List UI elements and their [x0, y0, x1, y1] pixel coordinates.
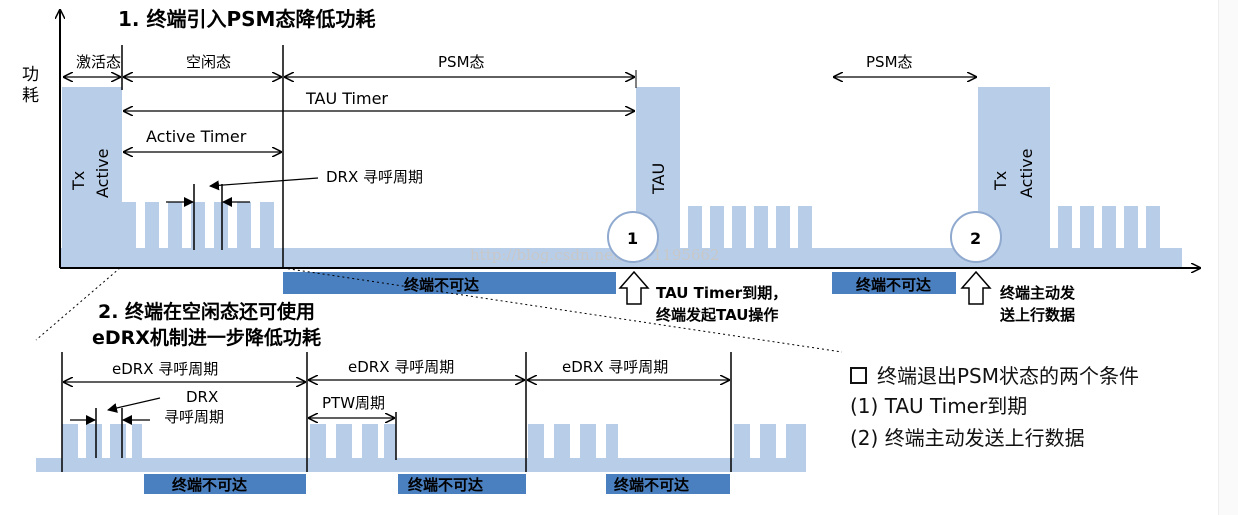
edrx-unreachable-bar-1	[144, 474, 306, 494]
tx-active-block-1	[62, 87, 122, 252]
drx-spikes-idle	[122, 202, 274, 250]
checkbox-icon	[850, 367, 867, 384]
drx-spikes-after-tx2	[1058, 206, 1160, 250]
conditions-heading: 终端退出PSM状态的两个条件	[850, 360, 1139, 389]
label-psm-state: PSM态	[438, 53, 485, 71]
up-arrow-uplink	[960, 270, 992, 305]
tx-active-1-label-active: Active	[93, 149, 112, 199]
up-arrow-tau-expiry	[618, 270, 650, 305]
y-axis-label: 功	[22, 65, 39, 85]
condition-item-2: (2) 终端主动发送上行数据	[850, 426, 1085, 450]
edrx-unreachable-bar-3	[606, 474, 730, 494]
marker-circle-2	[950, 211, 1002, 263]
edrx-unreachable-bar-2	[398, 474, 526, 494]
label-drx-cycle: DRX 寻呼周期	[326, 168, 423, 186]
ptw-cycle-label: PTW周期	[322, 394, 385, 412]
condition-item-1: (1) TAU Timer到期	[850, 394, 1028, 418]
tx-active-2-label-tx: Tx	[991, 171, 1010, 191]
drx-lower-label-1: DRX	[186, 388, 218, 406]
marker-circle-1	[607, 211, 659, 263]
label-psm-state-2: PSM态	[866, 53, 913, 71]
unreachable-bar-2	[832, 272, 956, 294]
edrx-unreachable-1-label: 终端不可达	[172, 476, 247, 494]
edrx-cycle-label-2: eDRX 寻呼周期	[348, 358, 454, 376]
tx-active-2-label-active: Active	[1017, 149, 1036, 199]
edrx-cycle-label-1: eDRX 寻呼周期	[112, 360, 218, 378]
tau-expiry-text-1: TAU Timer到期，	[656, 284, 787, 302]
edrx-cycle-label-3: eDRX 寻呼周期	[562, 358, 668, 376]
tau-expiry-text-2: 终端发起TAU操作	[656, 306, 778, 324]
edrx-spikes	[62, 424, 806, 460]
label-active-state: 激活态	[76, 53, 121, 71]
edrx-baseline	[36, 458, 806, 472]
uplink-text-2: 送上行数据	[999, 306, 1075, 324]
label-idle-state: 空闲态	[186, 53, 231, 71]
unreachable-bar-2-label: 终端不可达	[856, 276, 931, 294]
edrx-unreachable-2-label: 终端不可达	[408, 476, 483, 494]
uplink-text-1: 终端主动发	[1000, 284, 1076, 302]
page-side-strip	[1218, 0, 1238, 515]
watermark: http://blog.csdn.net/u011195662	[470, 246, 720, 264]
section1-title: 1. 终端引入PSM态降低功耗	[118, 7, 375, 31]
section2-title-1: 2. 终端在空闲态还可使用	[98, 300, 315, 323]
zoom-line-right	[282, 267, 843, 353]
section2-title-2: eDRX机制进一步降低功耗	[92, 326, 321, 349]
zoom-line-left	[35, 267, 121, 341]
conditions-heading-text: 终端退出PSM状态的两个条件	[877, 364, 1140, 388]
drx-lower-label-2: 寻呼周期	[164, 408, 224, 426]
label-active-timer: Active Timer	[146, 127, 247, 146]
tau-block-label: TAU	[649, 163, 668, 195]
unreachable-bar-1	[283, 272, 616, 294]
marker-2-label: 2	[970, 229, 981, 248]
marker-1-label: 1	[627, 229, 638, 248]
drx-spikes-after-tau	[688, 206, 812, 250]
y-axis-label-2: 耗	[22, 86, 39, 106]
tx-active-1-label-tx: Tx	[69, 171, 88, 191]
unreachable-bar-1-label: 终端不可达	[404, 276, 479, 294]
label-tau-timer: TAU Timer	[305, 89, 388, 108]
edrx-unreachable-3-label: 终端不可达	[614, 476, 689, 494]
